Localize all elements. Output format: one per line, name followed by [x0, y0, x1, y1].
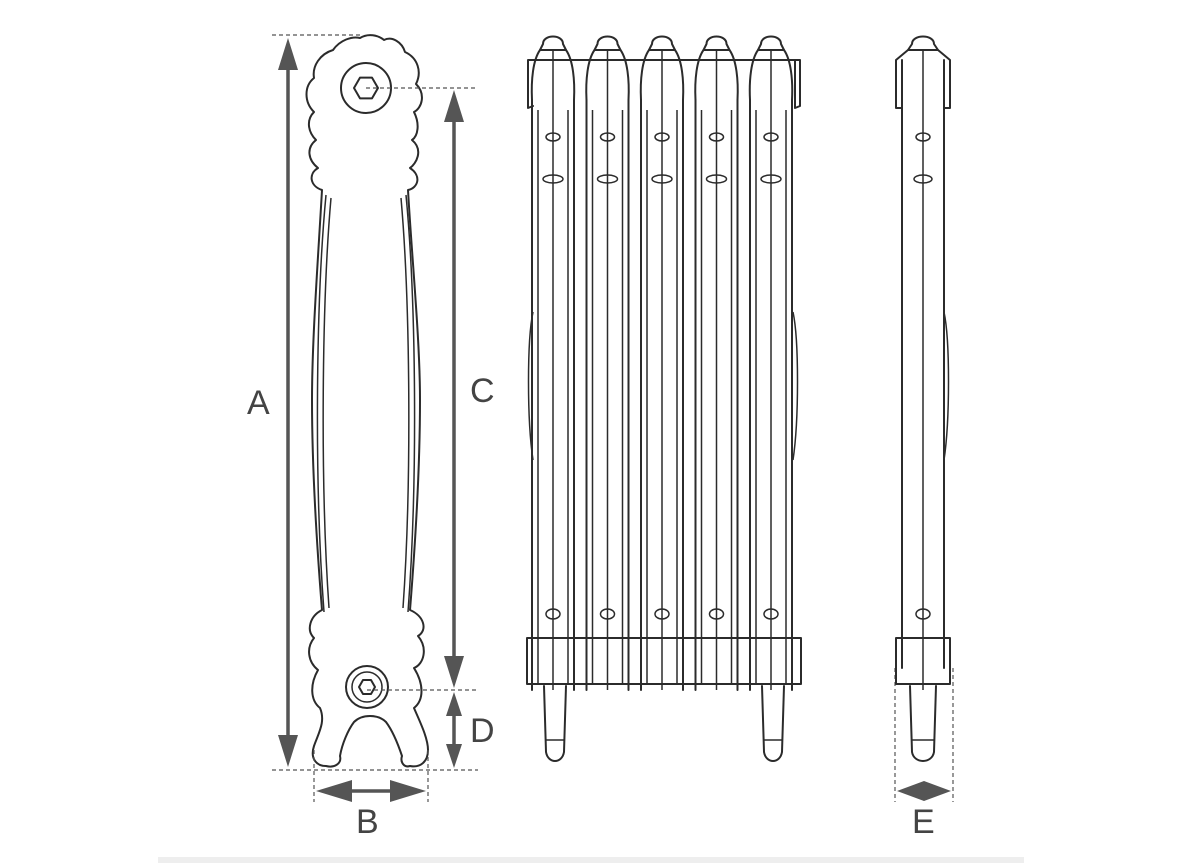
end-side-ornament	[943, 311, 950, 461]
section-5-neck	[748, 49, 794, 101]
section-2-hole-bottom	[599, 608, 616, 620]
section-2-hole-mid	[596, 174, 619, 184]
front-sections	[530, 35, 794, 691]
section-2-neck	[585, 49, 630, 101]
dim-label-a: A	[247, 384, 270, 422]
section-5-hole-mid	[760, 174, 782, 184]
dim-label-d: D	[470, 712, 495, 750]
section-1-neck	[530, 49, 576, 101]
section-4-column	[694, 99, 739, 691]
section-5-top-cap	[757, 35, 785, 51]
end-foot	[909, 685, 937, 762]
section-3-hole-bottom	[654, 608, 670, 620]
section-1-inner-column	[537, 110, 569, 684]
dim-c-arrow-bottom	[444, 656, 464, 688]
top-hex-nut-icon	[353, 76, 379, 100]
section-2-inner-column	[591, 110, 624, 684]
section-3-hole-mid	[651, 174, 673, 184]
section-3-column	[640, 99, 684, 691]
section-4-top-cap	[702, 35, 731, 51]
section-5-column	[749, 99, 793, 691]
dim-a-arrow-top	[278, 38, 298, 70]
section-3-top-cap	[648, 35, 676, 51]
end-top-cap	[907, 35, 939, 51]
end-bottom-manifold	[895, 637, 951, 685]
section-2-column	[585, 99, 630, 691]
bottom-manifold	[526, 637, 802, 685]
dim-c-arrow-top	[444, 90, 464, 122]
end-hole-3	[915, 608, 931, 620]
front-right-ornament	[792, 311, 799, 461]
section-4-hole-top	[708, 132, 725, 142]
dim-a-arrow-bottom	[278, 735, 298, 767]
section-4-neck	[694, 49, 739, 101]
front-view	[526, 35, 802, 762]
dim-b-arrow-right	[390, 780, 426, 802]
front-left-foot	[543, 685, 567, 762]
dim-e-arrow-left	[897, 781, 924, 801]
section-1-hole-bottom	[545, 608, 561, 620]
dim-label-e: E	[912, 803, 935, 841]
section-5-hole-bottom	[763, 608, 779, 620]
dim-d-arrow-top	[446, 692, 462, 716]
section-2-top-cap	[593, 35, 622, 51]
end-hole-1	[915, 132, 931, 142]
section-4-hole-bottom	[708, 608, 725, 620]
section-3-neck	[639, 49, 685, 101]
section-4-hole-mid	[705, 174, 728, 184]
dim-label-c: C	[470, 372, 495, 410]
dim-e-arrow-right	[924, 781, 951, 801]
side-profile-view	[305, 34, 429, 768]
end-view	[895, 35, 951, 762]
right-rib-outer	[405, 194, 416, 613]
dim-label-b: B	[356, 803, 379, 841]
left-rib-outer	[316, 194, 327, 613]
section-1-column	[531, 99, 575, 691]
bottom-plug-ring	[345, 665, 389, 709]
left-rib-inner	[322, 197, 332, 609]
section-5-hole-top	[763, 132, 779, 142]
section-4-inner-column	[700, 110, 733, 684]
section-3-hole-top	[654, 132, 670, 142]
dimension-lines	[272, 34, 954, 802]
section-outline	[305, 34, 429, 768]
end-column	[901, 59, 945, 669]
front-right-foot	[761, 685, 785, 762]
end-hole-2	[913, 174, 933, 184]
right-rib-inner	[400, 197, 410, 609]
section-1-hole-top	[545, 132, 561, 142]
section-1-hole-mid	[542, 174, 564, 184]
bottom-hex-nut-icon	[358, 679, 376, 695]
bottom-divider	[158, 857, 1024, 863]
section-5-inner-column	[755, 110, 787, 684]
dim-b-arrow-left	[316, 780, 352, 802]
section-3-inner-column	[646, 110, 678, 684]
dim-d-arrow-bottom	[446, 744, 462, 768]
section-2-hole-top	[599, 132, 616, 142]
end-top-flare	[895, 49, 951, 109]
section-1-top-cap	[539, 35, 567, 51]
top-manifold	[527, 59, 801, 109]
bottom-plug-inner-ring	[351, 671, 383, 703]
